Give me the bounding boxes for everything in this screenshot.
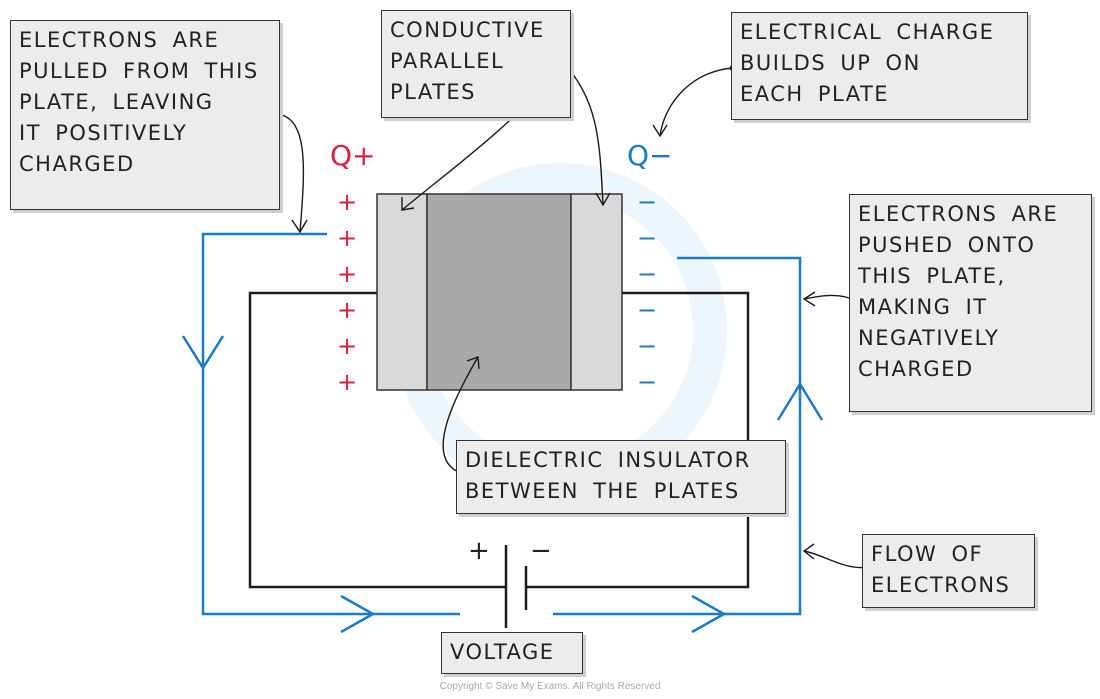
label-line: THIS PLATE, (858, 264, 1006, 288)
positive-charge-label: Q+ (330, 139, 376, 172)
label-electrons-pulled: ELECTRONS ARE PULLED FROM THIS PLATE, LE… (10, 20, 280, 210)
label-line: NEGATIVELY (858, 326, 1000, 350)
label-conductive-plates: CONDUCTIVE PARALLEL PLATES (381, 10, 571, 118)
electron-flow-path (201, 232, 802, 616)
label-line: PLATE, LEAVING (19, 90, 214, 114)
negative-sign: − (636, 188, 658, 216)
label-line: CHARGED (858, 357, 974, 381)
label-line: PLATES (390, 80, 477, 104)
negative-sign: − (636, 224, 658, 252)
positive-sign: + (336, 368, 358, 396)
copyright-notice: Copyright © Save My Exams. All Rights Re… (439, 681, 661, 692)
negative-charge-label: Q− (627, 139, 673, 172)
label-line: PUSHED ONTO (858, 233, 1036, 257)
label-line: MAKING IT (858, 295, 988, 319)
positive-sign: + (336, 224, 358, 252)
label-electrons-pushed: ELECTRONS ARE PUSHED ONTO THIS PLATE, MA… (849, 194, 1092, 412)
left-plate (376, 193, 428, 391)
battery (504, 545, 528, 628)
flow-arrow-right-2 (691, 594, 726, 634)
flow-arrow-down (181, 335, 225, 370)
label-line: DIELECTRIC INSULATOR (465, 448, 751, 472)
label-line: ELECTRONS ARE (858, 202, 1059, 226)
positive-sign: + (336, 188, 358, 216)
negative-sign: − (636, 368, 658, 396)
label-voltage: VOLTAGE (441, 632, 583, 674)
label-flow-of-electrons: FLOW OF ELECTRONS (862, 534, 1035, 608)
label-line: PULLED FROM THIS (19, 59, 259, 83)
flow-arrow-up (776, 382, 824, 421)
dielectric-insulator (426, 193, 572, 391)
label-line: PARALLEL (390, 49, 505, 73)
label-line: BETWEEN THE PLATES (465, 479, 740, 503)
label-line: ELECTRICAL CHARGE (740, 20, 995, 44)
label-line: ELECTRONS ARE (19, 28, 220, 52)
label-line: BUILDS UP ON (740, 51, 921, 75)
label-dielectric-insulator: DIELECTRIC INSULATOR BETWEEN THE PLATES (456, 440, 786, 514)
label-line: IT POSITIVELY (19, 121, 188, 145)
label-line: CHARGED (19, 152, 135, 176)
label-electrical-charge: ELECTRICAL CHARGE BUILDS UP ON EACH PLAT… (731, 12, 1028, 120)
negative-sign: − (636, 296, 658, 324)
label-line: FLOW OF (871, 542, 984, 566)
battery-minus-sign: − (530, 536, 552, 566)
battery-plus-sign: + (468, 536, 490, 566)
label-line: EACH PLATE (740, 82, 890, 106)
negative-sign: − (636, 260, 658, 288)
flow-arrow-right-1 (340, 594, 375, 634)
positive-sign: + (336, 332, 358, 360)
label-line: CONDUCTIVE (390, 18, 545, 42)
negative-sign: − (636, 332, 658, 360)
right-plate (570, 193, 623, 391)
flow-arrowheads (181, 335, 824, 634)
label-line: ELECTRONS (871, 573, 1011, 597)
positive-sign: + (336, 260, 358, 288)
positive-sign: + (336, 296, 358, 324)
label-line: VOLTAGE (450, 640, 555, 664)
